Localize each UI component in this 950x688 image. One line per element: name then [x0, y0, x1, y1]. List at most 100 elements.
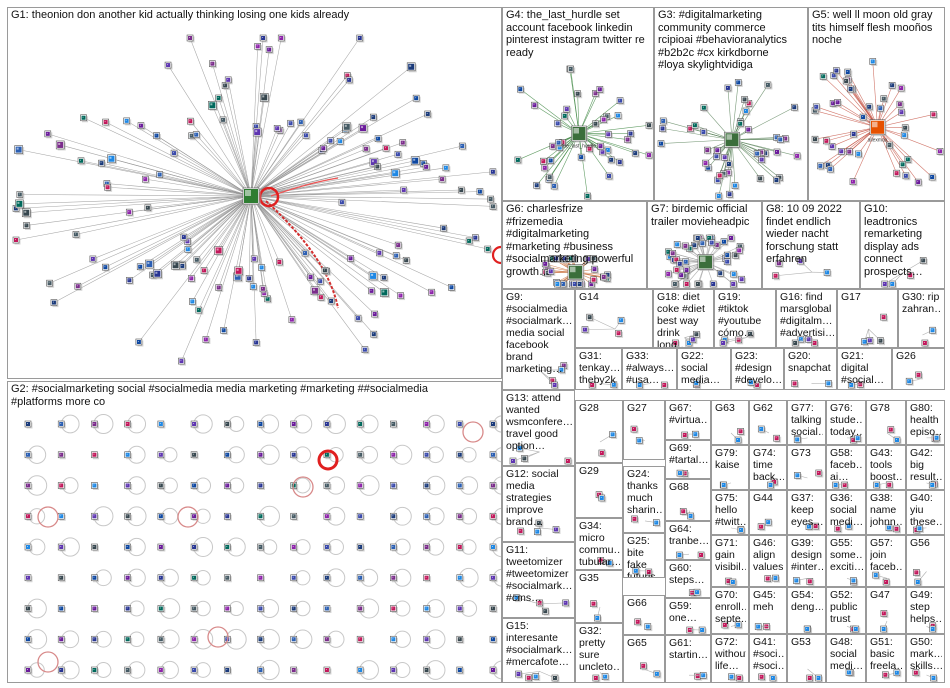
graph-node: [880, 610, 889, 618]
cluster-graph: [657, 79, 802, 200]
graph-node: [697, 551, 706, 559]
self-loop: [292, 476, 314, 498]
graph-node: [157, 420, 166, 429]
cluster-title: G1: theonion don another kid actually th…: [11, 9, 350, 21]
graph-node: [632, 567, 641, 576]
graph-node: [546, 173, 555, 182]
graph-node: [102, 118, 111, 127]
graph-node: [259, 93, 270, 103]
cluster-g6: G6: charlesfrize #frizemedia #digitalmar…: [502, 201, 647, 289]
cluster-title: G34: micro commu… tubular…: [579, 520, 620, 568]
graph-node: [91, 574, 99, 583]
graph-node: [513, 594, 521, 603]
graph-node: [720, 481, 729, 489]
graph-node: [390, 574, 398, 583]
graph-node: [845, 669, 854, 677]
graph-node: [124, 420, 133, 429]
graph-node: [532, 673, 541, 682]
graph-node: [676, 469, 685, 478]
cluster-g75: G75: hello #twitt…: [711, 490, 749, 535]
graph-node: [541, 260, 550, 269]
graph-node: [489, 512, 498, 521]
graph-node: [390, 635, 398, 644]
graph-node: [516, 444, 525, 453]
graph-node: [180, 233, 189, 242]
cluster-g73: G73: [787, 445, 826, 490]
cluster-g7: G7: birdemic official trailer movieheadp…: [647, 201, 762, 289]
graph-node: [257, 666, 265, 675]
graph-node: [124, 666, 133, 675]
graph-node: [550, 182, 559, 191]
graph-node: [772, 272, 781, 281]
cluster-g35: G35: [575, 570, 623, 623]
cluster-title: G28: [579, 402, 599, 414]
graph-node: [880, 313, 889, 322]
self-loop: [207, 626, 229, 648]
cluster-title: G57: join faceb…: [870, 537, 903, 573]
graph-node: [390, 482, 398, 490]
cluster-title: G21: digital #social…: [841, 350, 885, 386]
graph-node: [614, 112, 623, 121]
cluster-title: G69: #tartal…: [669, 442, 708, 466]
cluster-title: G29: [579, 465, 599, 477]
graph-node: [873, 481, 882, 489]
self-loop: [177, 506, 199, 528]
cluster-g30: G30: rip zahran…: [898, 289, 945, 348]
cluster-g43: G43: tools boost…: [866, 445, 906, 490]
cluster-g22: G22: social media…: [677, 348, 731, 390]
graph-node: [597, 142, 606, 151]
graph-node: [423, 574, 432, 583]
graph-node: [790, 103, 799, 112]
graph-node: [591, 265, 599, 274]
graph-node: [793, 436, 802, 444]
graph-node: [215, 94, 224, 103]
graph-node: [737, 526, 746, 534]
cluster-title: G14: [579, 291, 599, 303]
cluster-title: G18: diet coke #diet best way drink long…: [657, 291, 705, 348]
graph-node: [606, 559, 615, 568]
graph-node: [223, 543, 232, 552]
graph-node: [885, 524, 894, 533]
graph-node: [691, 121, 700, 130]
graph-node: [200, 267, 209, 275]
cluster-graph: [636, 381, 669, 389]
graph-node: [817, 162, 825, 171]
cluster-graph: [758, 673, 778, 682]
graph-node: [257, 512, 265, 521]
graph-node: [189, 298, 197, 306]
graph-node: [730, 270, 739, 279]
graph-node: [581, 326, 590, 335]
graph-node: [190, 420, 199, 429]
cluster-graph: [630, 425, 646, 446]
cluster-title: G63: [715, 402, 735, 414]
graph-node: [423, 666, 432, 675]
graph-node: [693, 330, 701, 339]
cluster-g57: G57: join faceb…: [866, 535, 906, 587]
graph-node: [489, 482, 498, 490]
graph-node: [380, 288, 390, 298]
cluster-g15: G15: interesante #socialmark… #mercafote…: [502, 618, 575, 683]
graph-node: [773, 148, 782, 157]
graph-node: [699, 239, 707, 248]
graph-node: [745, 126, 753, 135]
graph-node: [928, 173, 937, 182]
hub-node: [697, 254, 715, 271]
cluster-graph: [730, 526, 746, 534]
graph-node: [547, 268, 556, 276]
graph-node: [728, 673, 736, 682]
graph-node: [252, 339, 261, 347]
graph-node: [899, 161, 908, 169]
cluster-g25: G25: bite fake futuris…: [623, 533, 665, 578]
graph-node: [489, 635, 498, 644]
cluster-graph: [913, 569, 927, 586]
graph-node: [15, 199, 25, 210]
cluster-graph: [834, 522, 854, 534]
cluster-graph: [805, 522, 821, 532]
cluster-graph: [793, 577, 815, 586]
graph-node: [223, 666, 232, 675]
graph-node: [126, 276, 134, 285]
graph-node: [577, 153, 586, 162]
graph-node: [356, 34, 365, 43]
graph-node: [91, 512, 99, 521]
graph-node: [914, 178, 923, 187]
